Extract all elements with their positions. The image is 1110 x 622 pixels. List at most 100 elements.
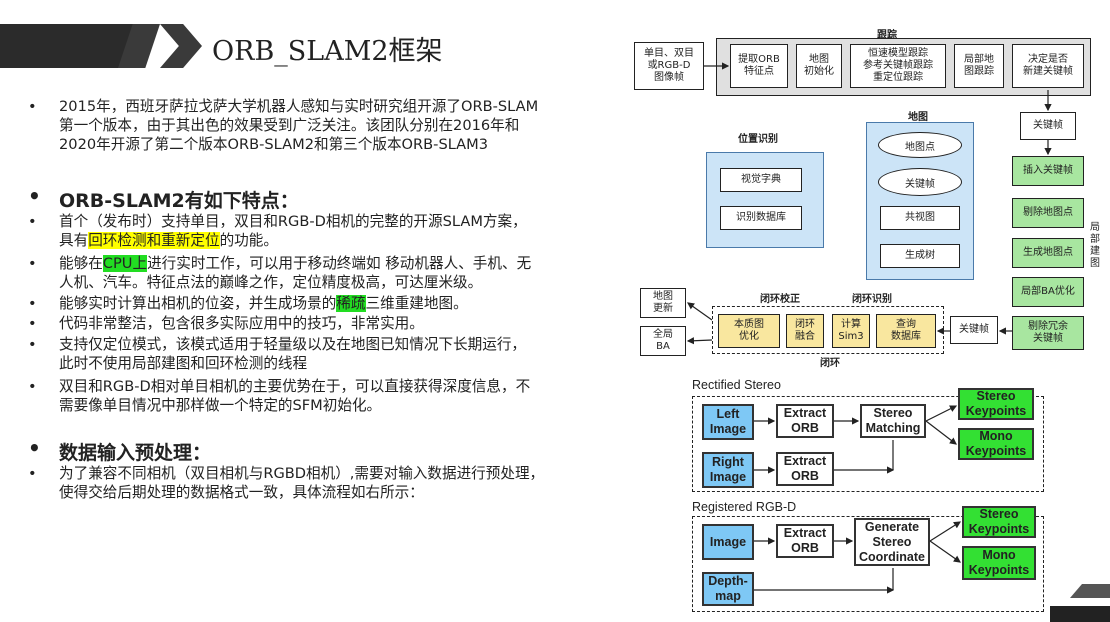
feature-line: 具有回环检测和重新定位的功能。	[59, 231, 527, 250]
page-title: ORB_SLAM2框架	[212, 36, 443, 67]
feature-text: 进行实时工作，可以用于移动终端如 移动机器人、手机、无	[147, 255, 532, 272]
loop-fusion-box: 闭环 融合	[786, 314, 824, 348]
feature-text: 的功能。	[219, 232, 278, 249]
highlight-text: CPU上	[102, 255, 148, 272]
bullet-icon: •	[28, 465, 37, 482]
bullet-icon: •	[28, 336, 37, 353]
feature-line: 首个（发布时）支持单目，双目和RGB-D相机的完整的开源SLAM方案，	[59, 213, 527, 230]
generate-stereo-box: Generate Stereo Coordinate	[854, 518, 930, 566]
right-image-box: Right Image	[702, 452, 754, 488]
feature-item: • 双目和RGB-D相对单目相机的主要优势在于，可以直接获得深度信息，不 需要像…	[28, 377, 530, 415]
feature-item: • 支持仅定位模式，该模式适用于轻量级以及在地图已知情况下长期运行， 此时不使用…	[28, 335, 526, 373]
map-points-ellipse: 地图点	[878, 132, 962, 158]
local-map-track-box: 局部地 图跟踪	[954, 44, 1004, 88]
mono-keypoints-box: Mono Keypoints	[958, 428, 1034, 460]
feature-line: 能够在CPU上进行实时工作，可以用于移动终端如 移动机器人、手机、无	[59, 254, 531, 273]
feature-text: 能够在	[59, 255, 103, 272]
highlight-text: 回环检测和重新定位	[88, 232, 220, 249]
covisibility-box: 共视图	[880, 206, 960, 230]
features-heading: • ORB-SLAM2有如下特点：	[28, 184, 299, 213]
extract-orb-left-box: Extract ORB	[776, 404, 834, 438]
track-models-box: 恒速模型跟踪 参考关键帧跟踪 重定位跟踪	[850, 44, 946, 88]
feature-text: 具有	[59, 232, 89, 249]
essential-graph-box: 本质图 优化	[718, 314, 780, 348]
tracking-label: 跟踪	[877, 30, 897, 41]
bullet-icon: •	[28, 436, 41, 460]
intro-paragraph: • 2015年，西班牙萨拉戈萨大学机器人感知与实时研究组开源了ORB-SLAM …	[28, 97, 538, 154]
rgbd-panel	[692, 516, 1044, 612]
chevron-decoration-icon	[160, 24, 202, 68]
preprocess-heading: • 数据输入预处理：	[28, 436, 212, 465]
feature-line: 需要像单目情况中那样做一个特定的SFM初始化。	[59, 397, 382, 414]
map-init-box: 地图 初始化	[796, 44, 842, 88]
feature-text: 能够实时计算出相机的位姿，并生成场景的	[59, 295, 337, 312]
feature-item: • 能够在CPU上进行实时工作，可以用于移动终端如 移动机器人、手机、无 人机、…	[28, 254, 531, 292]
loop-keyframe-box: 关键帧	[950, 316, 998, 344]
feature-line: 人机、汽车。特征点法的巅峰之作，定位精度极高，可达厘米级。	[59, 274, 483, 291]
extract-orb-right-box: Extract ORB	[776, 452, 834, 486]
local-ba-box: 局部BA优化	[1012, 277, 1084, 307]
bullet-icon: •	[28, 378, 37, 395]
bullet-icon: •	[28, 255, 37, 272]
place-recognition-panel	[706, 152, 824, 248]
bullet-icon: •	[28, 184, 41, 208]
feature-item: • 首个（发布时）支持单目，双目和RGB-D相机的完整的开源SLAM方案， 具有…	[28, 212, 527, 250]
cull-points-box: 剔除地图点	[1012, 198, 1084, 228]
input-frame-box: 单目、双目 或RGB-D 图像帧	[634, 42, 704, 90]
bullet-icon: •	[28, 98, 37, 115]
depth-map-box: Depth- map	[702, 572, 754, 606]
feature-line: 能够实时计算出相机的位姿，并生成场景的稀疏三维重建地图。	[59, 294, 468, 313]
intro-line: 2020年开源了第二个版本ORB-SLAM2和第三个版本ORB-SLAM3	[59, 136, 489, 153]
registered-rgbd-title: Registered RGB-D	[692, 500, 797, 514]
spanning-tree-box: 生成树	[880, 244, 960, 268]
rgb-image-box: Image	[702, 524, 754, 560]
gen-points-box: 生成地图点	[1012, 238, 1084, 268]
feature-line: 此时不使用局部建图和回环检测的线程	[59, 355, 308, 372]
feature-item: • 能够实时计算出相机的位姿，并生成场景的稀疏三维重建地图。	[28, 294, 468, 313]
features-heading-text: ORB-SLAM2有如下特点：	[59, 190, 299, 212]
recognition-db-box: 识别数据库	[720, 206, 802, 230]
mono-keypoints-rgbd-box: Mono Keypoints	[962, 546, 1036, 580]
intro-line: 2015年，西班牙萨拉戈萨大学机器人感知与实时研究组开源了ORB-SLAM	[59, 98, 539, 115]
cull-keyframes-box: 剔除冗余 关键帧	[1012, 316, 1084, 350]
corner-decoration	[1050, 606, 1110, 622]
place-recognition-label: 位置识别	[738, 134, 778, 145]
decide-keyframe-box: 决定是否 新建关键帧	[1012, 44, 1084, 88]
feature-line: 支持仅定位模式，该模式适用于轻量级以及在地图已知情况下长期运行，	[59, 336, 527, 353]
feature-line: 代码非常整洁，包含很多实际应用中的技巧，非常实用。	[59, 315, 424, 332]
stereo-keypoints-box: Stereo Keypoints	[958, 388, 1034, 420]
bullet-icon: •	[28, 315, 37, 332]
header-banner	[0, 24, 140, 68]
bullet-icon: •	[28, 213, 37, 230]
preprocess-line: 为了兼容不同相机（双目相机与RGBD相机）,需要对输入数据进行预处理，	[59, 465, 545, 482]
preprocess-line: 使得交给后期处理的数据格式一致，具体流程如右所示：	[59, 484, 424, 501]
map-label: 地图	[908, 112, 928, 123]
stereo-matching-box: Stereo Matching	[860, 404, 926, 438]
loop-detection-label: 闭环识别	[852, 294, 892, 305]
extract-orb-rgbd-box: Extract ORB	[776, 524, 834, 558]
vocabulary-box: 视觉字典	[720, 168, 802, 192]
feature-line: 双目和RGB-D相对单目相机的主要优势在于，可以直接获得深度信息，不	[59, 378, 531, 395]
compute-sim3-box: 计算 Sim3	[832, 314, 870, 348]
stereo-keypoints-rgbd-box: Stereo Keypoints	[962, 506, 1036, 538]
highlight-text: 稀疏	[336, 295, 366, 312]
query-db-box: 查询 数据库	[876, 314, 936, 348]
local-mapping-label: 局 部 建 图	[1090, 222, 1100, 269]
map-keyframes-ellipse: 关键帧	[878, 168, 962, 196]
global-ba-box: 全局 BA	[640, 326, 686, 356]
corner-decoration	[1070, 584, 1110, 598]
extract-orb-box: 提取ORB 特征点	[730, 44, 788, 88]
keyframe-box: 关键帧	[1020, 112, 1076, 140]
rectified-stereo-title: Rectified Stereo	[692, 378, 781, 392]
insert-keyframe-box: 插入关键帧	[1012, 156, 1084, 186]
preprocess-heading-text: 数据输入预处理：	[59, 442, 212, 464]
loop-label: 闭环	[820, 358, 840, 369]
bullet-icon: •	[28, 295, 37, 312]
feature-item: • 代码非常整洁，包含很多实际应用中的技巧，非常实用。	[28, 314, 424, 333]
intro-line: 第一个版本，由于其出色的效果受到广泛关注。该团队分别在2016年和	[59, 117, 520, 134]
map-update-box: 地图 更新	[640, 288, 686, 318]
preprocess-paragraph: • 为了兼容不同相机（双目相机与RGBD相机）,需要对输入数据进行预处理， 使得…	[28, 464, 544, 502]
rectified-stereo-panel	[692, 396, 1044, 492]
loop-correction-label: 闭环校正	[760, 294, 800, 305]
left-image-box: Left Image	[702, 404, 754, 440]
